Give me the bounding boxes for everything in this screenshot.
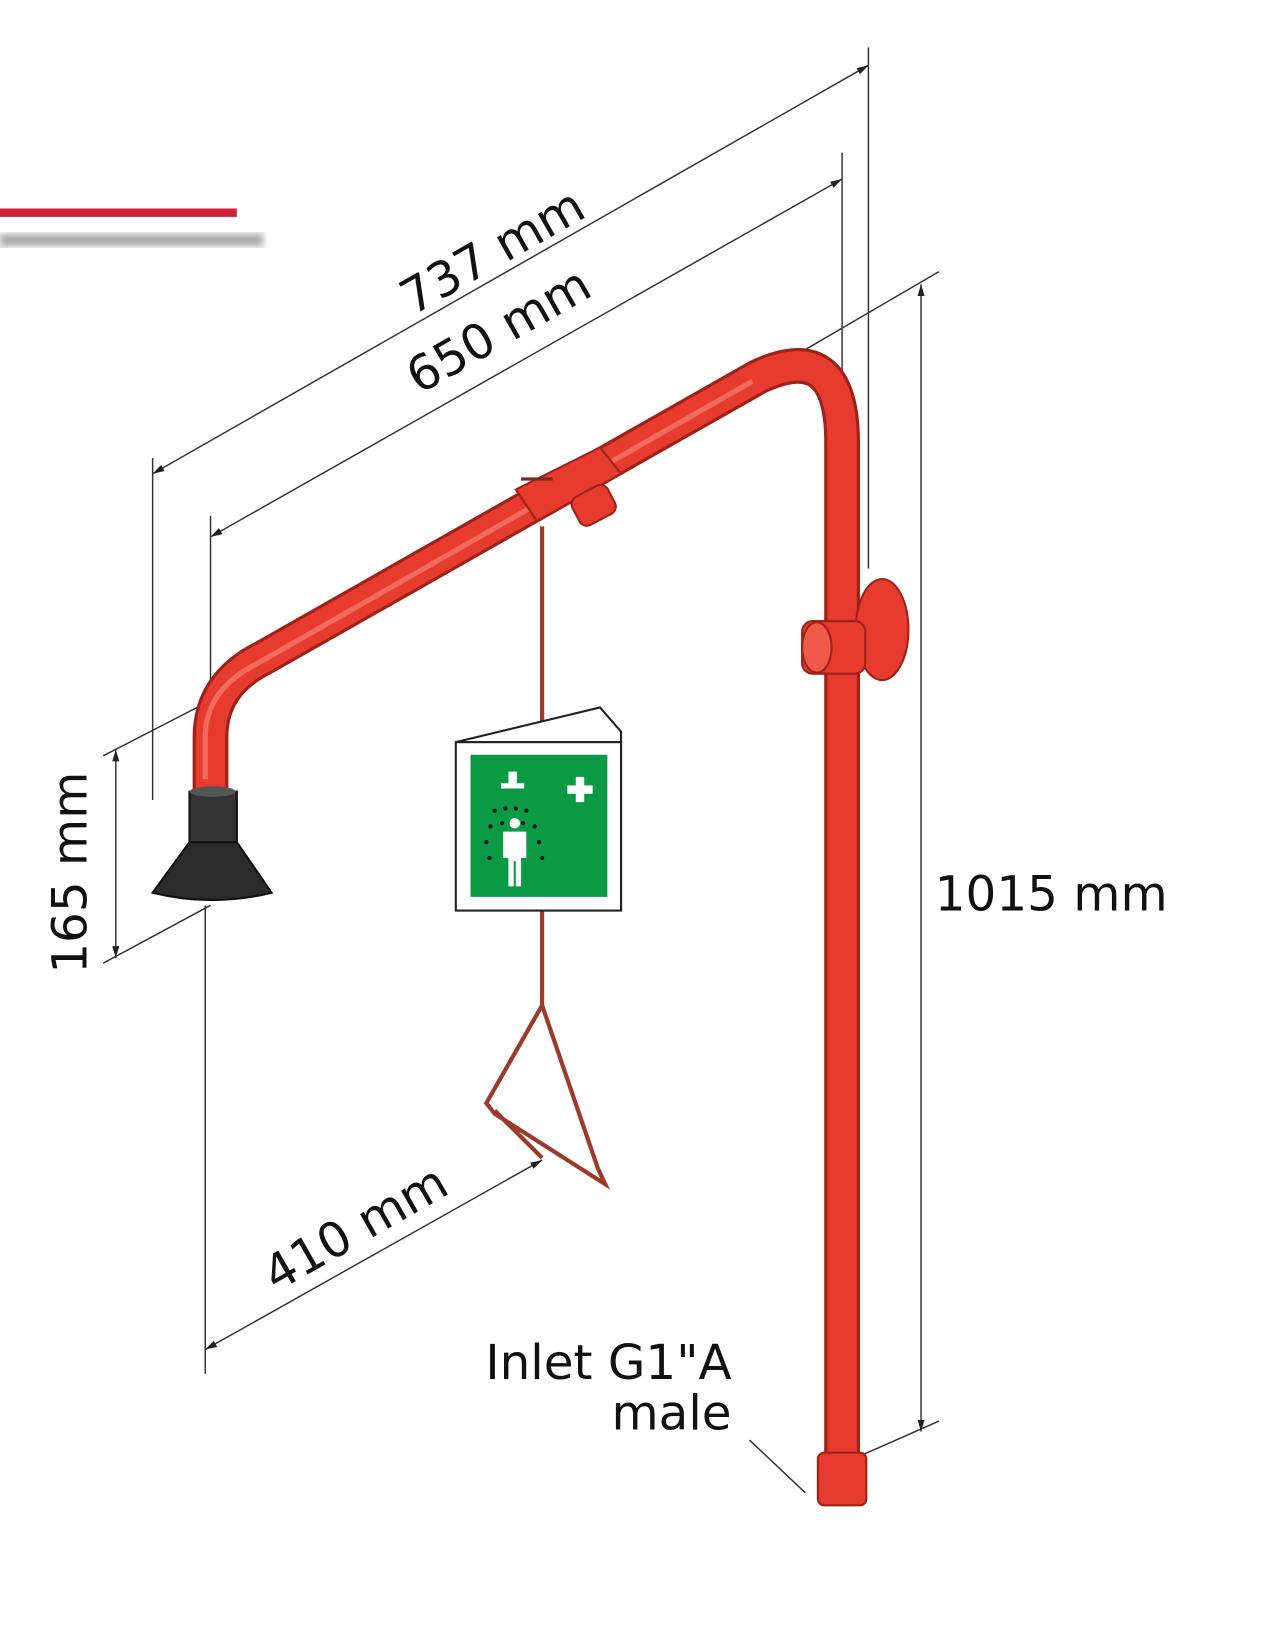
dimension-label-1015: 1015 mm: [935, 867, 1168, 923]
shower-head: [150, 786, 274, 902]
inlet-label-line2: male: [612, 1386, 732, 1442]
dimension-label-165: 165 mm: [42, 772, 98, 974]
dimension-410: [204, 905, 543, 1374]
accent-bar: [0, 208, 237, 217]
wall-flange: [801, 577, 910, 682]
emergency-shower-sign-icon: [454, 706, 623, 912]
accent-shadow: [0, 233, 264, 247]
dimension-label-410: 410 mm: [254, 1154, 457, 1303]
dimension-1015: [799, 270, 940, 1470]
inlet-leader: [748, 1439, 806, 1494]
inlet-label-line1: Inlet G1"A: [485, 1335, 731, 1391]
dimension-737: [151, 47, 870, 801]
valve: [514, 446, 623, 527]
pull-rod: [483, 526, 611, 1190]
shower-pipe: [192, 348, 868, 1507]
